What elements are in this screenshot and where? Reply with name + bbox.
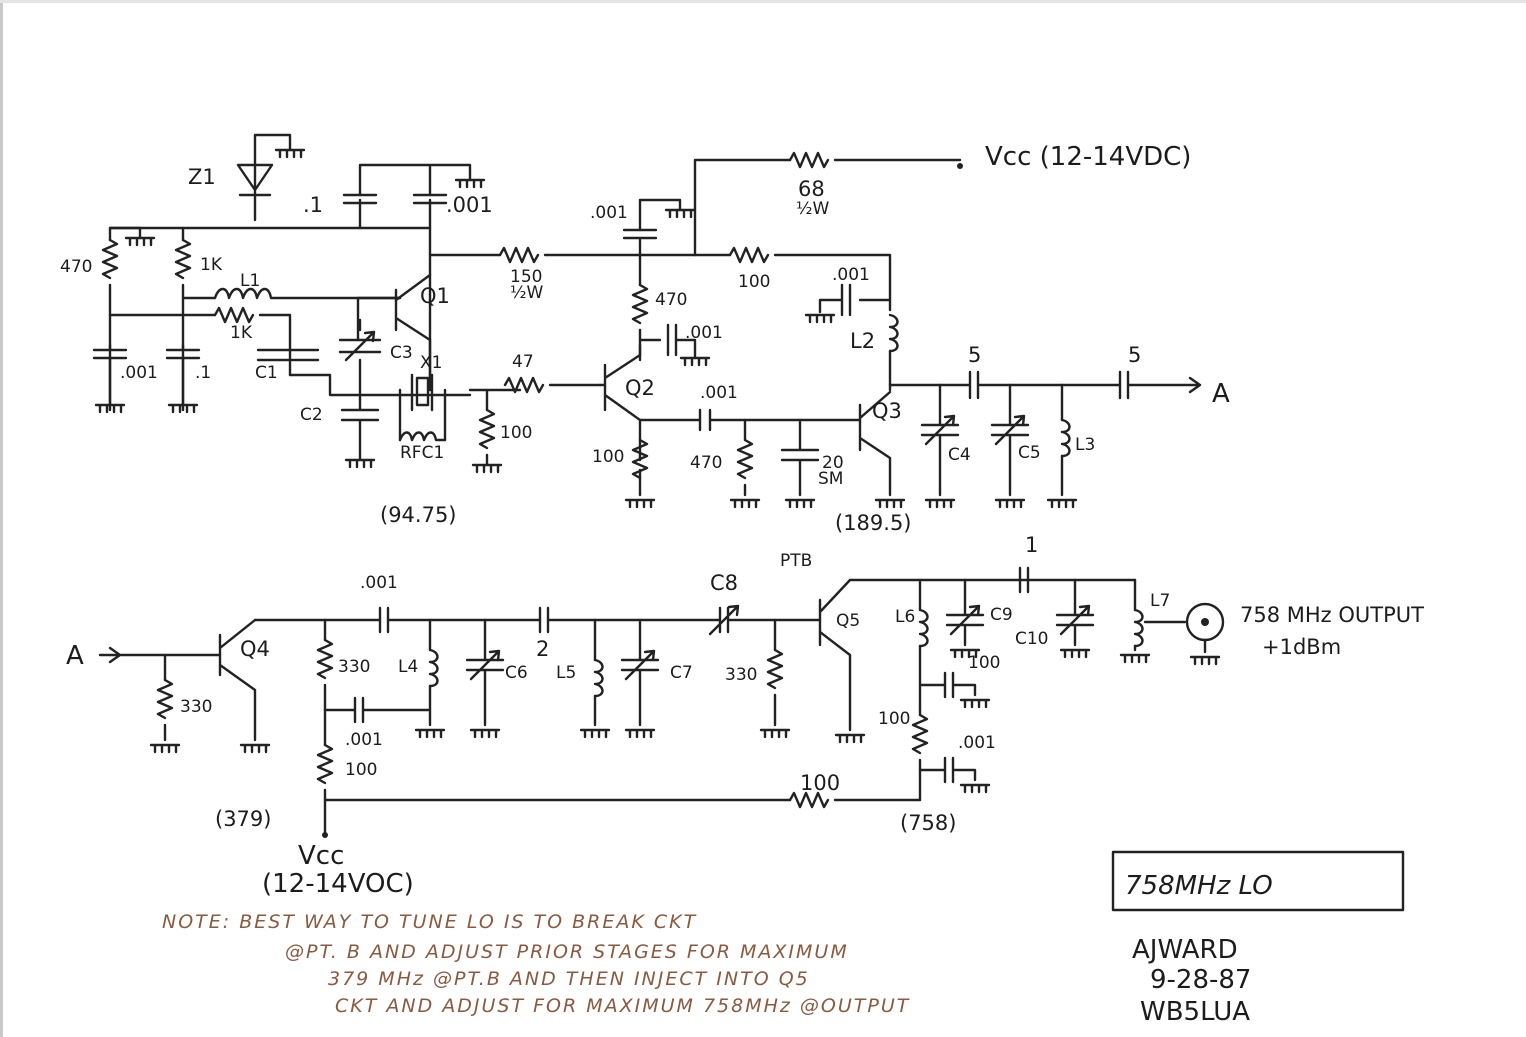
label-q5-r330: 330	[725, 665, 757, 685]
label-q2: Q2	[625, 376, 655, 400]
node-a-bottom: A	[66, 641, 84, 671]
label-r1k-b: 1K	[230, 323, 253, 343]
stage5-doubler	[708, 566, 1225, 802]
label-q2-r470b: 470	[690, 453, 722, 473]
vcc-top: Vcc (12-14VDC)	[985, 142, 1191, 172]
vcc-bottom-2: (12-14VOC)	[262, 869, 414, 899]
label-l4: L4	[398, 657, 418, 677]
freq-189: (189.5)	[835, 511, 912, 535]
label-q4-r330b: 330	[338, 657, 370, 677]
label-c-2: 2	[536, 637, 549, 661]
label-q2-c001c: .001	[700, 383, 738, 403]
label-ptb: PTB	[780, 551, 812, 571]
paper-edge	[0, 0, 3, 1037]
label-c-1: 1	[1025, 533, 1038, 557]
label-x1: X1	[420, 353, 442, 373]
stage4-doubler	[98, 606, 922, 838]
author-call: WB5LUA	[1140, 997, 1250, 1027]
label-q3: Q3	[872, 399, 902, 423]
label-c-01: .1	[303, 193, 323, 217]
freq-758: (758)	[900, 811, 956, 835]
title-box-text: 758MHz LO	[1125, 871, 1273, 901]
label-rfc1: RFC1	[400, 443, 444, 463]
label-r47: 47	[512, 352, 534, 372]
paper-edge-top	[0, 0, 1526, 3]
freq-94: (94.75)	[380, 503, 457, 527]
label-q4-r100: 100	[345, 760, 377, 780]
label-c3: C3	[390, 343, 413, 363]
freq-379: (379)	[215, 807, 271, 831]
label-c8: C8	[710, 571, 738, 595]
label-q5-c001: .001	[958, 733, 996, 753]
label-q2-c001b: .001	[685, 323, 723, 343]
note-line-1: NOTE: BEST WAY TO TUNE LO IS TO BREAK CK…	[162, 911, 697, 933]
label-c9: C9	[990, 605, 1013, 625]
label-l3: L3	[1075, 435, 1095, 455]
label-q5-r100a: 100	[878, 709, 910, 729]
stage2-doubler	[598, 198, 862, 509]
author-name: AJWARD	[1132, 935, 1238, 965]
label-q5-c100: 100	[968, 653, 1000, 673]
label-c10: C10	[1015, 629, 1049, 649]
label-q3-r100: 100	[738, 272, 770, 292]
label-q2-r100: 100	[592, 447, 624, 467]
label-q4-c001b: .001	[345, 730, 383, 750]
label-r150: 150	[510, 267, 542, 287]
label-l2: L2	[850, 329, 875, 353]
label-r68: 68	[798, 177, 825, 201]
label-r68w: ½W	[796, 199, 829, 219]
label-l5: L5	[556, 663, 576, 683]
output-power: +1dBm	[1262, 635, 1341, 659]
label-c5a: 5	[968, 343, 981, 367]
label-c5: C5	[1018, 443, 1041, 463]
label-q5-r100b: 100	[800, 771, 840, 795]
vcc-bottom-1: Vcc	[298, 841, 344, 871]
label-z1: Z1	[188, 165, 216, 189]
output-label: 758 MHz OUTPUT	[1240, 603, 1424, 627]
label-c6: C6	[505, 663, 528, 683]
label-q4: Q4	[240, 637, 270, 661]
note-line-4: CKT AND ADJUST FOR MAXIMUM 758MHz @OUTPU…	[335, 995, 910, 1017]
stage3-doubler	[693, 151, 1202, 509]
author-date: 9-28-87	[1150, 965, 1251, 995]
label-c-001: .001	[446, 193, 493, 217]
label-c5b: 5	[1128, 343, 1141, 367]
label-c7: C7	[670, 663, 693, 683]
label-c1: C1	[255, 363, 278, 383]
label-q2-c20: 20	[822, 453, 844, 473]
label-c2: C2	[300, 405, 323, 425]
label-r150w: ½W	[510, 283, 543, 303]
label-l7: L7	[1150, 591, 1170, 611]
note-line-3: 379 MHz @PT.B AND THEN INJECT INTO Q5	[328, 968, 810, 990]
label-q5: Q5	[836, 611, 860, 631]
title-box-frame	[1111, 850, 1405, 912]
label-q3-c001: .001	[832, 265, 870, 285]
label-q4-c001: .001	[360, 573, 398, 593]
label-q2-r470: 470	[655, 290, 687, 310]
label-c4: C4	[948, 445, 971, 465]
label-q1: Q1	[420, 284, 450, 308]
label-r100-1: 100	[500, 423, 532, 443]
stage1-oscillator	[92, 133, 697, 474]
node-a-top: A	[1212, 379, 1230, 409]
label-q2-c001: .001	[590, 203, 628, 223]
label-r1k-a: 1K	[200, 255, 223, 275]
label-l6: L6	[895, 607, 915, 627]
label-q4-r330a: 330	[180, 697, 212, 717]
label-r470: 470	[60, 257, 92, 277]
label-q2-c20b: SM	[818, 469, 843, 489]
label-c-1b: .1	[195, 363, 211, 383]
label-l1: L1	[240, 271, 260, 291]
label-c-001b: .001	[120, 363, 158, 383]
note-line-2: @PT. B AND ADJUST PRIOR STAGES FOR MAXIM…	[285, 941, 849, 963]
